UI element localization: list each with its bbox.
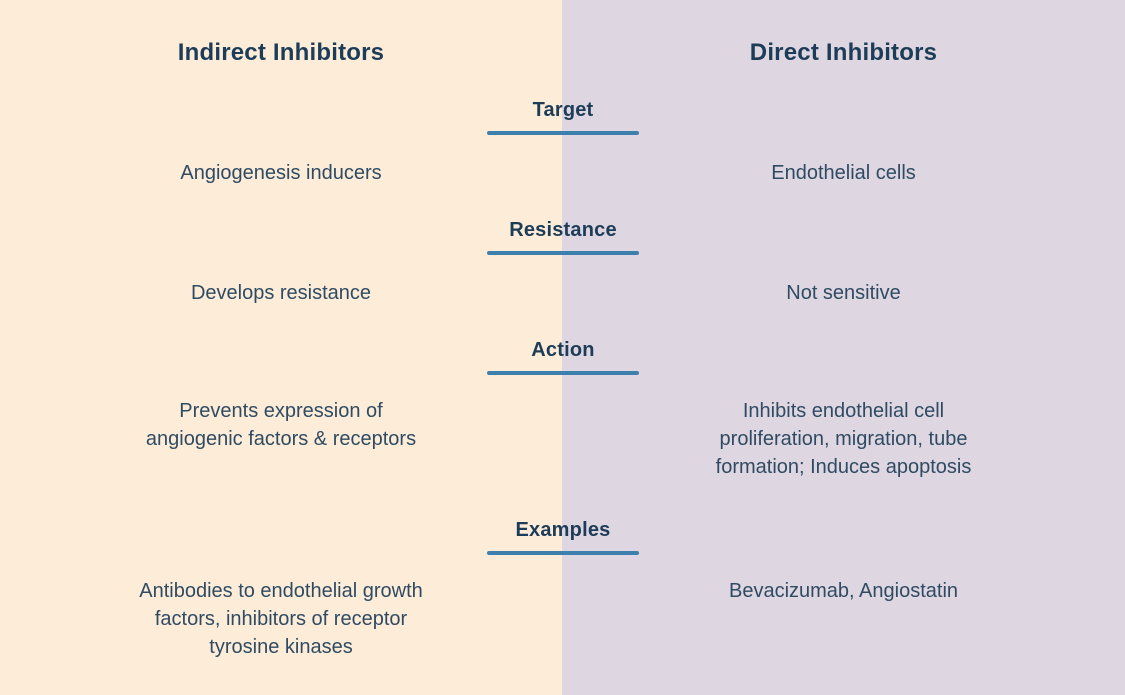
right-column-header: Direct Inhibitors [749, 39, 938, 66]
category-examples-underline [487, 551, 639, 555]
category-target: Target [487, 98, 639, 135]
category-action-label: Action [531, 339, 595, 361]
category-target-underline [487, 131, 639, 135]
examples-indirect-value: Antibodies to endothelial growth factors… [139, 580, 423, 658]
right-panel-background [562, 0, 1125, 695]
category-examples-label: Examples [515, 519, 611, 541]
resistance-direct-value: Not sensitive [786, 282, 901, 304]
category-resistance-underline [487, 251, 639, 255]
category-resistance-label: Resistance [509, 219, 617, 241]
left-column-header: Indirect Inhibitors [177, 39, 385, 66]
category-resistance: Resistance [487, 218, 639, 255]
target-direct-value: Endothelial cells [771, 162, 916, 184]
resistance-indirect-value: Develops resistance [190, 282, 372, 304]
category-target-label: Target [532, 99, 594, 121]
action-indirect-value: Prevents expression of angiogenic factor… [145, 400, 417, 450]
action-direct-value: Inhibits endothelial cell proliferation,… [715, 400, 972, 478]
examples-direct-value: Bevacizumab, Angiostatin [728, 580, 959, 602]
left-panel-background [0, 0, 562, 695]
category-examples: Examples [487, 518, 639, 555]
category-action-underline [487, 371, 639, 375]
target-indirect-value: Angiogenesis inducers [180, 162, 382, 184]
category-action: Action [487, 338, 639, 375]
